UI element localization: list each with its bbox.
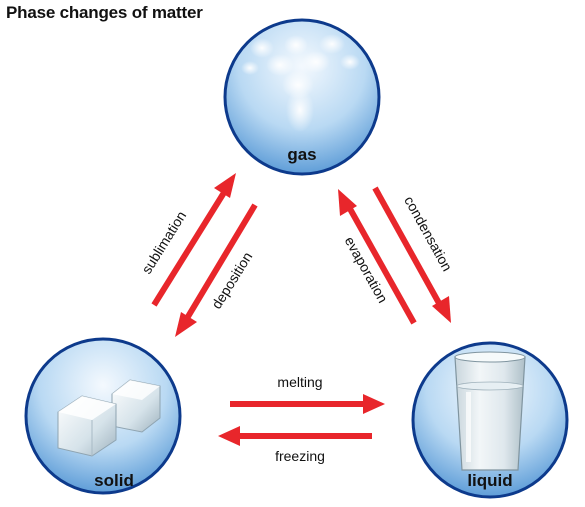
condensation-label: condensation [401, 193, 455, 274]
sublimation-label: sublimation [138, 208, 189, 277]
ice-cubes-icon [57, 379, 161, 457]
page-title: Phase changes of matter [6, 3, 203, 22]
melting-arrow [230, 394, 385, 414]
vapor-icon [241, 34, 360, 132]
freezing-arrow [218, 426, 372, 446]
deposition-label: deposition [208, 249, 255, 312]
solid-label: solid [94, 471, 134, 490]
sublimation-arrow [151, 173, 236, 307]
liquid-node: liquid [411, 341, 569, 499]
water-glass-icon [454, 351, 526, 471]
gas-node: gas [223, 18, 381, 176]
freezing-label: freezing [275, 448, 325, 464]
condensation-arrow [372, 186, 451, 323]
deposition-arrow [175, 203, 258, 337]
liquid-label: liquid [467, 471, 512, 490]
solid-node: solid [24, 337, 182, 495]
melting-label: melting [277, 374, 322, 390]
evaporation-arrow [338, 189, 417, 325]
gas-label: gas [287, 145, 316, 164]
